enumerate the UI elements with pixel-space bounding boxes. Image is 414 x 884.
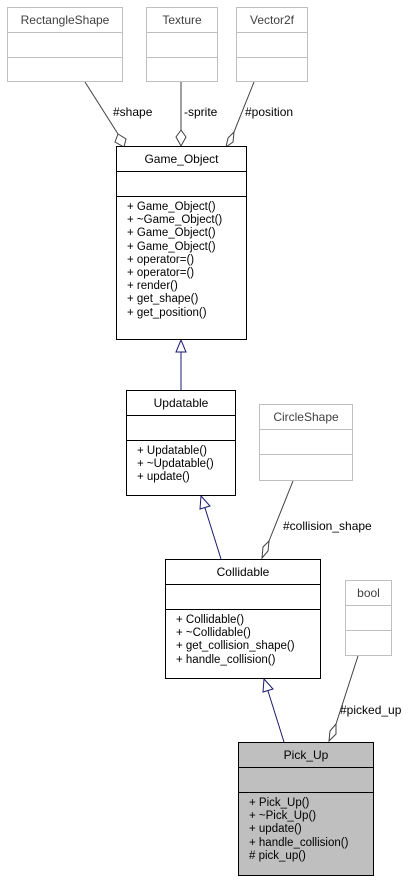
divider	[260, 454, 352, 455]
divider	[8, 32, 122, 33]
edge-collision-shape	[268, 480, 294, 542]
methods-section: + Game_Object() + ~Game_Object() + Game_…	[117, 197, 246, 320]
attributes-section	[8, 33, 122, 57]
class-updatable[interactable]: Updatable + Updatable() + ~Updatable() +…	[126, 390, 236, 496]
class-collidable[interactable]: Collidable + Collidable() + ~Collidable(…	[165, 559, 321, 679]
edge-collidable-inherits	[204, 507, 222, 560]
class-texture[interactable]: Texture	[146, 7, 218, 82]
divider	[239, 792, 373, 793]
class-pick-up[interactable]: Pick_Up + Pick_Up() + ~Pick_Up() + updat…	[238, 742, 374, 876]
divider	[237, 32, 307, 33]
edge-shape	[84, 81, 119, 135]
divider	[237, 57, 307, 58]
class-vector2f[interactable]: Vector2f	[236, 7, 308, 82]
method: + ~Updatable()	[137, 458, 214, 471]
method: + ~Game_Object()	[127, 214, 223, 227]
method: + handle_collision()	[249, 836, 349, 849]
class-bool[interactable]: bool	[345, 580, 392, 656]
edge-picked-up	[335, 655, 359, 725]
edge-label-shape: #shape	[113, 105, 153, 119]
edge-picked-up-diamond	[328, 722, 337, 743]
class-name: RectangleShape	[20, 13, 110, 27]
method: + ~Pick_Up()	[249, 810, 317, 823]
class-name: Collidable	[216, 565, 270, 579]
attributes-section	[166, 585, 320, 609]
method: + get_position()	[127, 306, 207, 319]
method: + update()	[137, 471, 190, 484]
edge-pickup-inherits	[267, 690, 285, 743]
class-rectangle-shape[interactable]: RectangleShape	[7, 7, 123, 82]
method: # pick_up()	[249, 849, 306, 862]
class-circle-shape[interactable]: CircleShape	[259, 404, 353, 481]
attributes-section	[239, 768, 373, 792]
class-name: CircleShape	[273, 410, 339, 424]
divider	[166, 584, 320, 585]
attributes-section	[237, 33, 307, 57]
method: + get_collision_shape()	[176, 640, 295, 653]
divider	[346, 630, 391, 631]
attributes-section	[346, 606, 391, 630]
method: + update()	[249, 823, 302, 836]
class-name: Updatable	[153, 396, 209, 410]
class-name: Texture	[162, 13, 202, 27]
divider	[127, 415, 235, 416]
class-name: Game_Object	[144, 152, 219, 166]
divider	[147, 32, 217, 33]
edge-sprite-diamond	[175, 129, 187, 148]
divider	[117, 196, 246, 197]
attributes-section	[117, 172, 246, 196]
method: + Game_Object()	[127, 240, 216, 253]
edge-pickup-arrow	[262, 677, 274, 693]
method: + get_shape()	[127, 293, 199, 306]
method: + operator=()	[127, 267, 195, 280]
edge-position-diamond	[225, 130, 235, 149]
divider	[117, 171, 246, 172]
methods-section: + Updatable() + ~Updatable() + update()	[127, 441, 235, 485]
class-name: Vector2f	[249, 13, 295, 27]
method: + Updatable()	[137, 445, 207, 457]
divider	[8, 57, 122, 58]
attributes-section	[260, 430, 352, 454]
method: + handle_collision()	[176, 653, 276, 666]
method: + operator=()	[127, 253, 195, 266]
edge-label-sprite: -sprite	[184, 105, 218, 119]
edge-updatable-arrow	[175, 338, 187, 353]
divider	[147, 57, 217, 58]
class-name: Pick_Up	[283, 748, 329, 762]
method: + Pick_Up()	[249, 797, 310, 809]
divider	[346, 605, 391, 606]
divider	[239, 767, 373, 768]
attributes-section	[127, 416, 235, 440]
class-name: bool	[357, 586, 380, 600]
divider	[260, 429, 352, 430]
divider	[127, 440, 235, 441]
method: + Collidable()	[176, 614, 245, 626]
method: + render()	[127, 280, 178, 293]
methods-section: + Collidable() + ~Collidable() + get_col…	[166, 610, 320, 667]
edge-label-position: #position	[245, 105, 294, 119]
method: + Game_Object()	[127, 201, 216, 213]
divider	[166, 609, 320, 610]
edge-label-picked-up: #picked_up	[340, 703, 402, 717]
method: + ~Collidable()	[176, 627, 251, 640]
edge-collidable-arrow	[199, 494, 211, 510]
method: + Game_Object()	[127, 227, 216, 240]
methods-section: + Pick_Up() + ~Pick_Up() + update() + ha…	[239, 793, 373, 863]
edge-collision-shape-diamond	[261, 539, 270, 560]
edge-label-collision-shape: #collision_shape	[283, 519, 372, 533]
class-game-object[interactable]: Game_Object + Game_Object() + ~Game_Obje…	[116, 146, 247, 340]
attributes-section	[147, 33, 217, 57]
edge-position	[233, 81, 255, 133]
